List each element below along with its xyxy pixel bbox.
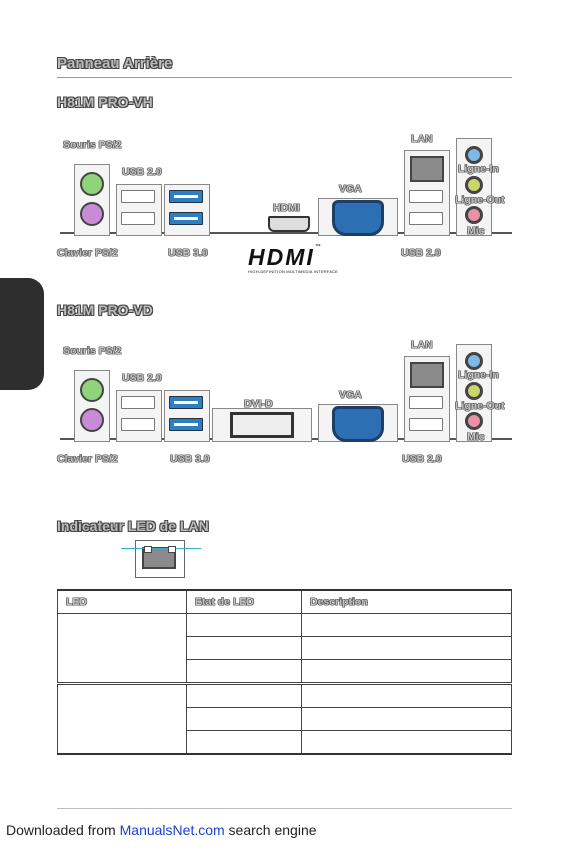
usb30-port bbox=[169, 190, 203, 203]
label-souris: Souris PS/2 bbox=[63, 345, 122, 357]
table-cell bbox=[301, 636, 512, 660]
label-usb30: USB 3.0 bbox=[170, 453, 210, 465]
table-header: Description bbox=[301, 589, 512, 614]
footer: Downloaded from ManualsNet.com search en… bbox=[6, 822, 317, 838]
usb20-port bbox=[409, 418, 443, 431]
table-cell bbox=[186, 707, 302, 731]
table-cell bbox=[301, 613, 512, 637]
vga-port bbox=[332, 200, 384, 236]
led-indicator-line bbox=[121, 548, 201, 549]
table-row bbox=[57, 682, 512, 755]
line-out-jack bbox=[465, 382, 483, 400]
table-cell bbox=[186, 730, 302, 755]
usb20-port bbox=[121, 212, 155, 225]
ps2-keyboard-port bbox=[80, 202, 104, 226]
label-usb20-top: USB 2.0 bbox=[122, 372, 162, 384]
table-cell bbox=[301, 730, 512, 755]
led-right-icon bbox=[168, 546, 176, 553]
table-row bbox=[58, 659, 512, 684]
label-usb20-bottom: USB 2.0 bbox=[402, 453, 442, 465]
lan-port bbox=[410, 362, 444, 388]
led-left-icon bbox=[144, 546, 152, 553]
ps2-mouse-port bbox=[80, 378, 104, 402]
table-cell bbox=[301, 707, 512, 731]
lan-led-table: LED Etat de LED Description bbox=[57, 589, 512, 755]
table-row bbox=[58, 636, 512, 660]
hdmi-logo-tm: ™ bbox=[314, 244, 321, 250]
table-row bbox=[57, 613, 512, 684]
hdmi-logo: HDMI™ HIGH-DEFINITION MULTIMEDIA INTERFA… bbox=[248, 244, 354, 274]
label-lan: LAN bbox=[411, 133, 433, 145]
label-mic: Mic bbox=[467, 225, 485, 237]
table-header: LED bbox=[57, 589, 187, 614]
label-lan: LAN bbox=[411, 339, 433, 351]
table-cell bbox=[186, 682, 302, 708]
label-usb20-bottom: USB 2.0 bbox=[401, 247, 441, 259]
label-clavier: Clavier PS/2 bbox=[57, 453, 118, 465]
usb30-port bbox=[169, 418, 203, 431]
label-souris: Souris PS/2 bbox=[63, 139, 122, 151]
table-header: Etat de LED bbox=[186, 589, 302, 614]
page-title: Panneau Arrière bbox=[57, 55, 173, 72]
table-row bbox=[58, 730, 512, 755]
title-divider bbox=[57, 77, 512, 78]
model-vh-title: H81M PRO-VH bbox=[57, 94, 153, 110]
hdmi-logo-text: HDMI bbox=[248, 244, 315, 270]
hdmi-port bbox=[268, 216, 310, 232]
footer-prefix: Downloaded from bbox=[6, 822, 120, 838]
label-vga: VGA bbox=[339, 183, 362, 195]
label-mic: Mic bbox=[467, 431, 485, 443]
table-cell bbox=[301, 659, 512, 684]
line-in-jack bbox=[465, 146, 483, 164]
usb20-port bbox=[409, 190, 443, 203]
usb20-port bbox=[121, 190, 155, 203]
usb30-port bbox=[169, 212, 203, 225]
panel-vh-baseline bbox=[60, 232, 512, 234]
dvi-port bbox=[230, 412, 294, 438]
label-hdmi: HDMI bbox=[273, 202, 300, 214]
label-clavier: Clavier PS/2 bbox=[57, 247, 118, 259]
table-cell bbox=[57, 682, 187, 755]
label-ligne-in: Ligne-In bbox=[458, 163, 499, 175]
side-tab bbox=[0, 278, 44, 390]
usb20-port bbox=[121, 418, 155, 431]
table-cell bbox=[186, 659, 302, 684]
footer-divider bbox=[57, 808, 512, 809]
usb20-port bbox=[409, 396, 443, 409]
table-row bbox=[58, 707, 512, 731]
usb20-port bbox=[409, 212, 443, 225]
lan-led-title: Indicateur LED de LAN bbox=[57, 518, 209, 534]
label-usb20-top: USB 2.0 bbox=[122, 166, 162, 178]
footer-link[interactable]: ManualsNet.com bbox=[119, 822, 225, 838]
label-vga: VGA bbox=[339, 389, 362, 401]
footer-suffix: search engine bbox=[224, 822, 317, 838]
label-ligne-in: Ligne-In bbox=[458, 369, 499, 381]
line-out-jack bbox=[465, 176, 483, 194]
mic-jack bbox=[465, 412, 483, 430]
vga-port bbox=[332, 406, 384, 442]
table-header-row: LED Etat de LED Description bbox=[57, 589, 512, 614]
usb20-port bbox=[121, 396, 155, 409]
lan-port bbox=[410, 156, 444, 182]
hdmi-logo-tagline: HIGH-DEFINITION MULTIMEDIA INTERFACE bbox=[248, 269, 339, 274]
table-cell bbox=[186, 636, 302, 660]
usb30-port bbox=[169, 396, 203, 409]
table-cell bbox=[57, 613, 187, 684]
label-ligne-out: Ligne-Out bbox=[455, 194, 505, 206]
line-in-jack bbox=[465, 352, 483, 370]
label-ligne-out: Ligne-Out bbox=[455, 400, 505, 412]
label-usb30: USB 3.0 bbox=[168, 247, 208, 259]
table-cell bbox=[186, 613, 302, 637]
mic-jack bbox=[465, 206, 483, 224]
ps2-keyboard-port bbox=[80, 408, 104, 432]
model-vd-title: H81M PRO-VD bbox=[57, 302, 153, 318]
table-cell bbox=[301, 682, 512, 708]
ps2-mouse-port bbox=[80, 172, 104, 196]
label-dvid: DVI-D bbox=[244, 398, 273, 410]
